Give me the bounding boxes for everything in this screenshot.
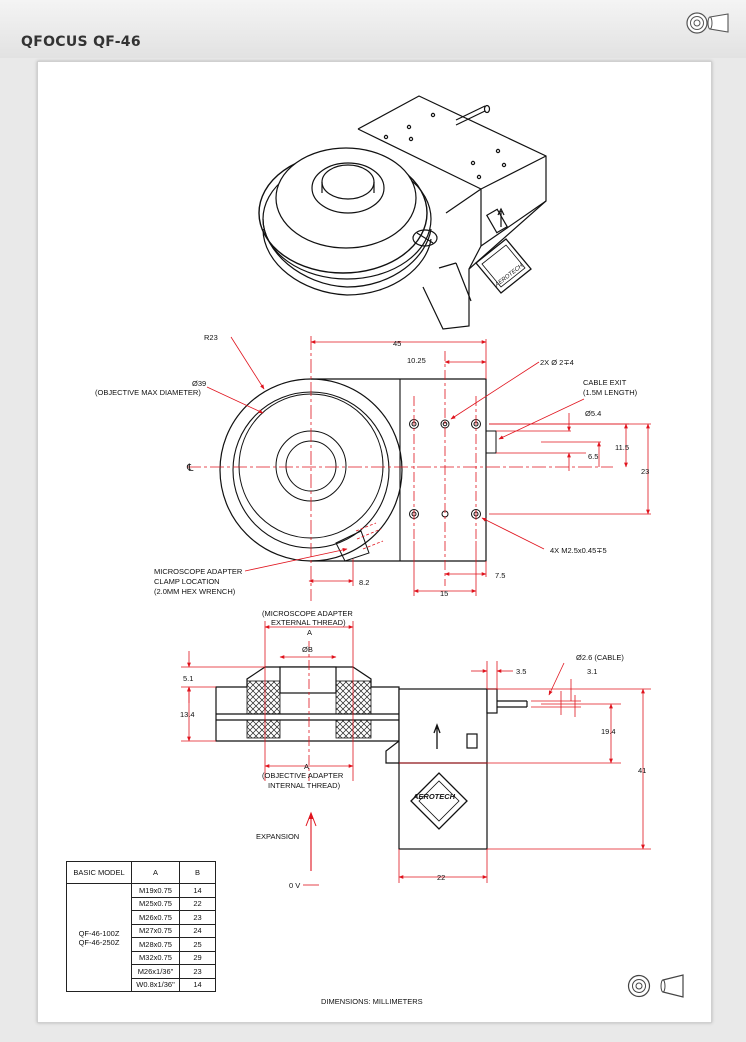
thread-a-cell: M26x0.75 <box>131 910 180 925</box>
width-dimension: 45 <box>393 339 401 348</box>
zero-v-label: 0 V <box>289 881 300 890</box>
objective-diameter-label: Ø39 <box>192 379 206 388</box>
header-bar <box>0 0 746 58</box>
dimension-23: 23 <box>641 467 649 476</box>
thread-a-cell: M27x0.75 <box>131 923 180 938</box>
units-note: DIMENSIONS: MILLIMETERS <box>321 997 423 1006</box>
cable-length-label: (1.5M LENGTH) <box>583 388 638 397</box>
table-row: QF-46-100Z QF-46-250Z M19x0.75 14 <box>66 883 216 992</box>
thread-a-cell: M32x0.75 <box>131 950 180 965</box>
dimension-22: 22 <box>437 873 445 882</box>
dimension-19-4: 19.4 <box>601 727 616 736</box>
cylinder-view-icon[interactable] <box>660 974 684 998</box>
dimension-a-bottom: A <box>304 762 309 771</box>
isometric-view: AEROTECH <box>258 95 547 330</box>
external-thread-label-1: (MICROSCOPE ADAPTER <box>262 609 353 618</box>
dimension-table: BASIC MODEL A B QF-46-100Z QF-46-250Z M1… <box>66 861 216 992</box>
internal-thread-label-2: INTERNAL THREAD) <box>268 781 341 790</box>
model-name-1: QF-46-100Z <box>78 928 120 938</box>
model-name-2: QF-46-250Z <box>78 937 120 947</box>
size-b-cell: 23 <box>179 964 216 979</box>
cylinder-view-icon[interactable] <box>707 13 729 33</box>
centerline-symbol: ℄ <box>186 463 194 474</box>
expansion-label: EXPANSION <box>256 832 299 841</box>
brand-logo-side: AEROTECH <box>412 792 456 801</box>
size-b-cell: 14 <box>179 977 216 992</box>
table-header-b: B <box>179 861 216 884</box>
table-header-row: BASIC MODEL A B <box>66 861 216 884</box>
thread-a-cell: M19x0.75 <box>131 883 180 898</box>
internal-thread-label-1: (OBJECTIVE ADAPTER <box>262 771 344 780</box>
clamp-label-2: CLAMP LOCATION <box>154 577 220 586</box>
dimension-41: 41 <box>638 766 646 775</box>
objective-diameter-note: (OBJECTIVE MAX DIAMETER) <box>95 388 201 397</box>
clamp-label-3: (2.0MM HEX WRENCH) <box>154 587 236 596</box>
size-b-cell: 14 <box>179 883 216 898</box>
page-title: QFOCUS QF-46 <box>21 34 141 50</box>
model-cell: QF-46-100Z QF-46-250Z <box>66 883 132 992</box>
view-toggle[interactable] <box>686 10 730 36</box>
technical-drawing: AEROTECH <box>95 95 651 1006</box>
dimension-7-5: 7.5 <box>495 571 505 580</box>
external-thread-label-2: EXTERNAL THREAD) <box>271 618 346 627</box>
thread-a-cell: M25x0.75 <box>131 896 180 911</box>
dimension-6-5: 6.5 <box>588 452 598 461</box>
dimension-3-5: 3.5 <box>516 667 526 676</box>
cable-diameter-side: Ø2.6 (CABLE) <box>576 653 624 662</box>
dimension-13-4: 13.4 <box>180 710 195 719</box>
thread-a-cell: M26x1/36" <box>131 964 180 979</box>
dimension-5-1: 5.1 <box>183 674 193 683</box>
table-header-model: BASIC MODEL <box>66 861 132 884</box>
size-b-cell: 25 <box>179 937 216 952</box>
table-row: W0.8x1/36"14 <box>67 977 216 992</box>
dimension-3-1: 3.1 <box>587 667 597 676</box>
hole-callout-2x: 2X Ø 2∓4 <box>540 358 574 367</box>
circle-view-icon[interactable] <box>686 12 708 34</box>
table-header-a: A <box>131 861 180 884</box>
brand-logo-iso: AEROTECH <box>494 263 525 289</box>
hole-callout-4x: 4X M2.5x0.45∓5 <box>550 546 607 555</box>
size-b-cell: 24 <box>179 923 216 938</box>
thread-a-cell: W0.8x1/36" <box>131 977 180 992</box>
cable-exit-label: CABLE EXIT <box>583 378 627 387</box>
hole-spacing-dimension: 10.25 <box>407 356 426 365</box>
dimension-a-top: A <box>307 628 312 637</box>
bottom-view-toggle[interactable] <box>627 972 685 1000</box>
size-b-cell: 22 <box>179 896 216 911</box>
top-view: R23 Ø39 (OBJECTIVE MAX DIAMETER) 45 10.2… <box>95 333 651 601</box>
dimension-8-2: 8.2 <box>359 578 369 587</box>
side-view: AEROTECH <box>180 609 651 1006</box>
table-row: M26x1/36"23 <box>67 964 216 979</box>
clamp-label-1: MICROSCOPE ADAPTER <box>154 567 243 576</box>
thread-a-cell: M28x0.75 <box>131 937 180 952</box>
radius-label: R23 <box>204 333 218 342</box>
cable-diameter-label: Ø5.4 <box>585 409 601 418</box>
dimension-11-5: 11.5 <box>615 443 629 452</box>
dimension-15: 15 <box>440 589 448 598</box>
size-b-cell: 23 <box>179 910 216 925</box>
drawing-sheet: AEROTECH <box>37 61 712 1023</box>
dimension-phi-b: ØB <box>302 645 313 654</box>
circle-view-icon[interactable] <box>627 974 651 998</box>
size-b-cell: 29 <box>179 950 216 965</box>
